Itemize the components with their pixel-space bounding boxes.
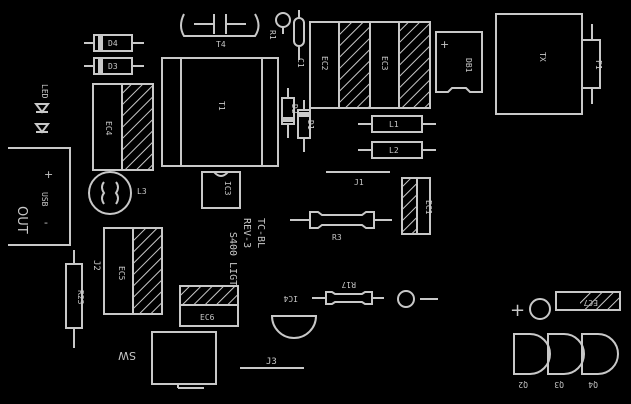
label-ec5: EC5 [117,266,126,281]
transformer-t1: T1 [161,57,279,167]
label-led: LED [40,84,49,99]
resistor-r3: R3 [290,211,392,242]
jumper-j3: J3 [240,357,304,369]
ic-ic4: IC4 [270,294,318,339]
capacitor-c1: C1 [293,10,305,68]
label-t1: T1 [217,101,226,111]
diode-d2: D2 [281,88,299,138]
label-d2: D2 [290,104,299,114]
label-ec1: EC1 [424,200,433,215]
capacitor-ec3: EC3 [369,21,431,109]
resistor-r17: R17 [312,280,384,305]
diode-d3: D3 [84,57,144,75]
resistor-r23: R23 [65,250,85,348]
capacitor-ec4: EC4 [92,83,154,171]
label-ic3: IC3 [223,181,232,196]
label-tx: TX [538,52,547,62]
inductor-l1: L1 [358,115,436,133]
label-l3: L3 [137,187,147,196]
capacitor-ec5: EC5 [103,227,163,315]
jumper-j1: J1 [326,171,390,187]
label-ic4: IC4 [283,294,298,303]
label-t4: T4 [216,40,226,49]
test-point [397,290,438,308]
label-q2: Q2 [518,380,528,389]
ec7-plus-sign: + [510,300,525,321]
transformer-tx: TX [495,13,583,115]
label-r23: R23 [76,290,85,305]
usb-plus-sign: + [44,168,53,181]
board-info-line3: S400 LIGT [227,232,238,286]
label-f1: F1 [594,60,603,70]
label-ec7: EC7 [583,298,598,307]
label-j3: J3 [266,357,277,367]
led: LED [34,84,50,134]
transistor-q2: Q2 [513,333,551,389]
board-info-line1: TC-BL [255,218,266,248]
diode-d1: D1 [297,100,315,152]
transistor-q4: Q4 [581,333,619,389]
label-d3: D3 [108,62,118,71]
label-d4: D4 [108,39,118,48]
capacitor-t4: T4 [180,13,260,49]
label-r1: R1 [268,30,277,40]
label-usb: USB [40,192,49,207]
jumper-j2: J2 [91,260,101,271]
label-ec4: EC4 [104,121,113,136]
connector-usb-out: + USB - OUT [8,147,71,246]
resistor-r1: R1 [268,12,291,40]
capacitor-ec2: EC2 [309,21,371,109]
board-info-line2: REV-3 [241,218,252,248]
label-ec6: EC6 [200,313,215,322]
label-l1: L1 [389,120,399,129]
usb-minus-sign: - [44,216,48,229]
db1-plus-sign: + [440,38,449,51]
board-info: S400 LIGT REV-3 TC-BL [227,218,266,286]
label-sw: SW [118,349,136,362]
transistor-q3: Q3 [547,333,585,389]
label-r17: R17 [341,280,356,289]
label-l2: L2 [389,146,399,155]
label-ec2: EC2 [320,56,329,71]
capacitor-ec7: + EC7 [510,291,621,321]
label-j1: J1 [354,178,364,187]
inductor-l2: L2 [358,141,436,159]
label-c1: C1 [296,58,305,68]
label-r3: R3 [332,233,342,242]
label-d1: D1 [306,120,315,130]
fuse-f1: F1 [581,24,603,104]
diode-d4: D4 [84,34,144,52]
label-db1: DB1 [464,58,473,73]
label-j2: J2 [91,260,101,271]
ic-ic3: IC3 [201,171,241,209]
bridge-db1: + DB1 [435,31,483,93]
label-ec3: EC3 [380,56,389,71]
inductor-l3: L3 [88,171,147,215]
label-out: OUT [14,206,29,234]
switch-sw: SW [118,331,217,389]
label-q3: Q3 [554,380,564,389]
capacitor-ec6: EC6 [179,285,239,327]
label-q4: Q4 [588,380,598,389]
capacitor-ec1: EC1 [401,177,433,235]
